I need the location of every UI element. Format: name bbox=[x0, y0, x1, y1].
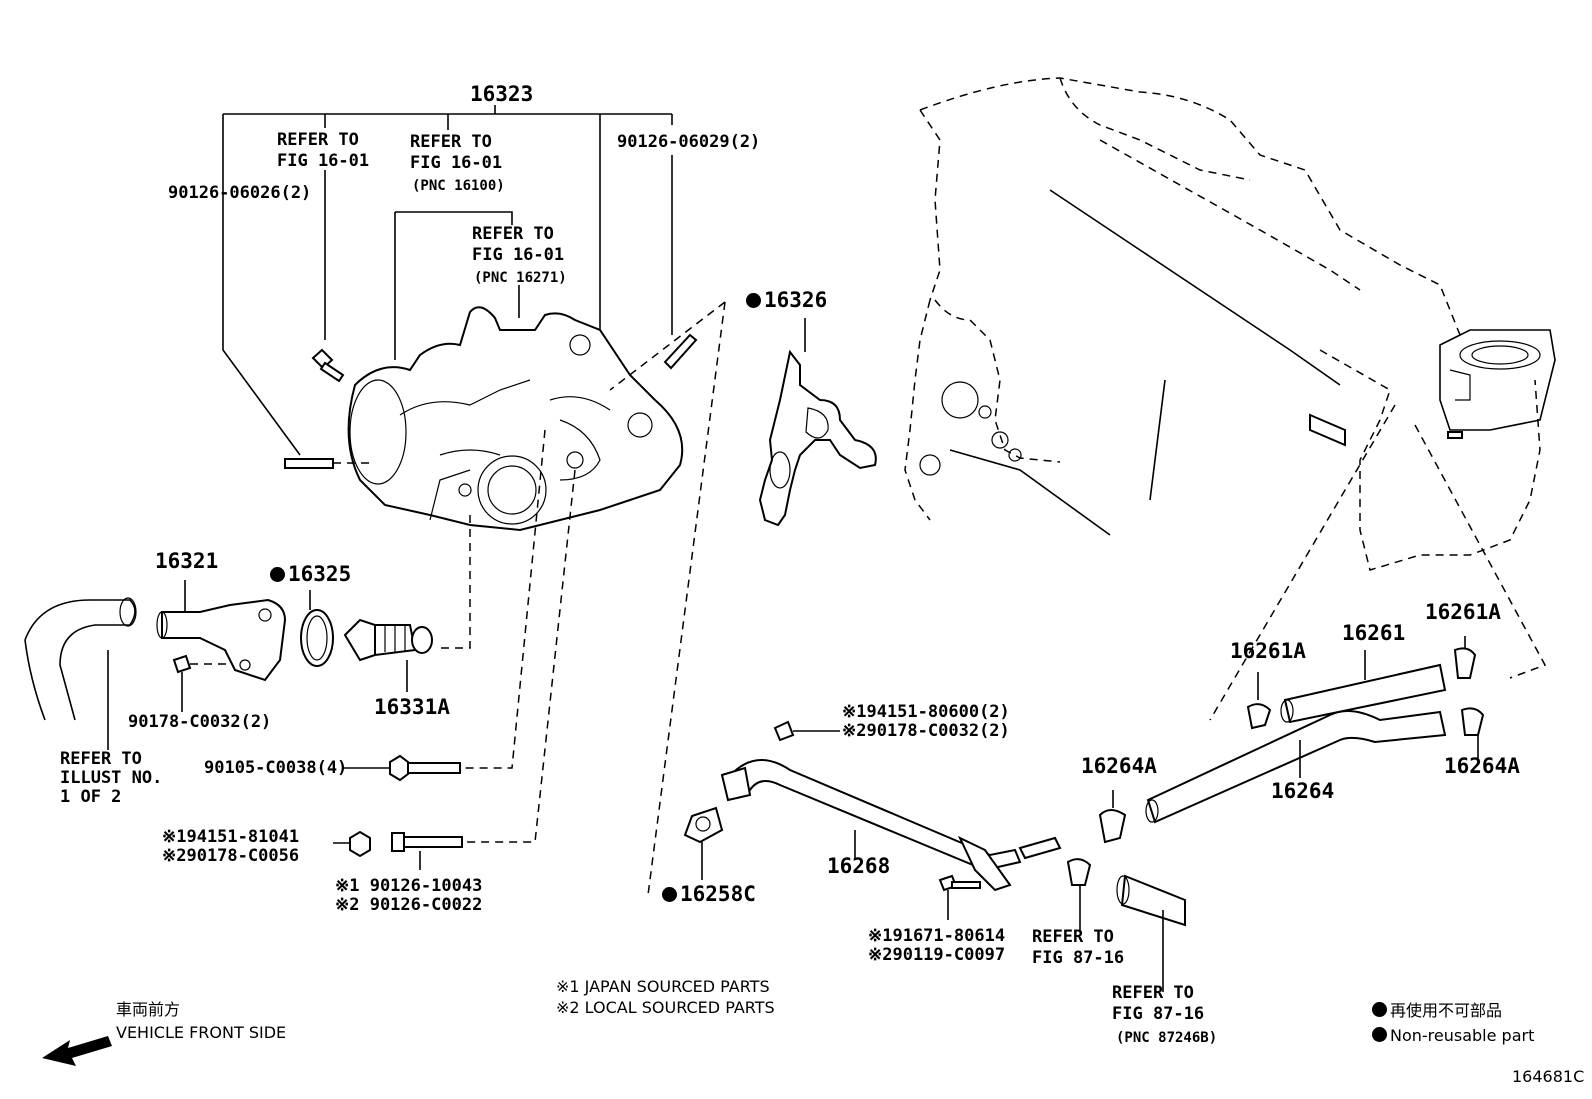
leader-16323-bracket bbox=[222, 105, 673, 456]
label-91671-80614: ※191671-80614 bbox=[868, 926, 1006, 946]
label-16326: 16326 bbox=[746, 290, 827, 311]
label-16258C: 16258C bbox=[662, 884, 756, 905]
label-refer-illust-2: ILLUST NO. bbox=[60, 768, 163, 788]
thermostat-16331A bbox=[343, 618, 433, 692]
label-16321: 16321 bbox=[155, 549, 219, 573]
clamp-16264A-mid bbox=[1066, 790, 1127, 932]
label-refer-87-16-a-2: FIG 87-16 bbox=[1032, 948, 1125, 968]
legend-jp: 再使用不可部品 bbox=[1372, 1001, 1502, 1021]
dash-stud-10043 bbox=[463, 469, 576, 843]
label-refer-illust-3: 1 OF 2 bbox=[60, 787, 122, 807]
label-refer-16-01-c-3: (PNC 16271) bbox=[474, 270, 567, 286]
pipe-16268 bbox=[720, 720, 1062, 892]
bolt-16-01 bbox=[311, 348, 345, 383]
label-refer-illust-1: REFER TO bbox=[60, 749, 142, 769]
stud-90126-06029 bbox=[663, 333, 698, 370]
label-90126-C0022: ※2 90126-C0022 bbox=[335, 895, 483, 915]
label-16331A: 16331A bbox=[374, 695, 450, 719]
note-local-sourced: ※2 LOCAL SOURCED PARTS bbox=[556, 998, 775, 1017]
hose-87-16 bbox=[1116, 874, 1186, 992]
gasket-16258C bbox=[683, 806, 724, 880]
vehicle-front-arrow-icon bbox=[42, 1036, 112, 1066]
label-refer-87-16-b-3: (PNC 87246B) bbox=[1116, 1030, 1218, 1046]
label-90119-C0097: ※290119-C0097 bbox=[868, 945, 1006, 965]
clamps-right bbox=[1246, 636, 1485, 760]
label-90126-06026: 90126-06026(2) bbox=[168, 183, 312, 203]
label-16261A-right: 16261A bbox=[1425, 600, 1501, 624]
dash-16261-right bbox=[1414, 424, 1547, 679]
figure-id: 164681C bbox=[1512, 1067, 1585, 1086]
label-16261A-left: 16261A bbox=[1230, 639, 1306, 663]
label-refer-16-01-b-3: (PNC 16100) bbox=[412, 178, 505, 194]
nut-90178-C0032 bbox=[172, 654, 230, 712]
stud-90126-06026 bbox=[284, 458, 334, 469]
hose-16261 bbox=[1280, 650, 1447, 724]
bolt-90105-C0038 bbox=[343, 754, 461, 782]
label-refer-16-01-a-2: FIG 16-01 bbox=[277, 151, 370, 171]
label-90105-C0038: 90105-C0038(4) bbox=[204, 758, 348, 778]
water-inlet-16321 bbox=[156, 580, 287, 682]
dash-thermostat bbox=[440, 515, 471, 649]
dash-bolt-90105 bbox=[460, 429, 546, 769]
label-16325: 16325 bbox=[270, 564, 351, 585]
dash-gasket-top bbox=[609, 301, 726, 391]
direction-en: VEHICLE FRONT SIDE bbox=[116, 1023, 287, 1042]
label-94151-80600: ※194151-80600(2) bbox=[842, 702, 1010, 722]
label-90178-C0032-b: ※290178-C0032(2) bbox=[842, 721, 1010, 741]
label-90126-10043: ※1 90126-10043 bbox=[335, 876, 483, 896]
hose-16264 bbox=[1145, 710, 1447, 824]
bolt-91671-80614 bbox=[938, 874, 981, 920]
label-refer-87-16-b-1: REFER TO bbox=[1112, 983, 1194, 1003]
gasket-16326 bbox=[758, 318, 877, 527]
label-16264A-right: 16264A bbox=[1444, 754, 1520, 778]
leader-16100 bbox=[394, 211, 513, 360]
ring-16325 bbox=[300, 590, 334, 667]
label-16261: 16261 bbox=[1342, 621, 1406, 645]
label-refer-87-16-a-1: REFER TO bbox=[1032, 927, 1114, 947]
water-pump-housing bbox=[347, 306, 684, 532]
hose-refer-illust bbox=[24, 597, 137, 750]
label-90178-C0056: ※290178-C0056 bbox=[162, 846, 300, 866]
label-refer-16-01-a-1: REFER TO bbox=[277, 130, 359, 150]
label-refer-16-01-b-2: FIG 16-01 bbox=[410, 153, 503, 173]
label-16268: 16268 bbox=[827, 854, 891, 878]
label-refer-16-01-c-2: FIG 16-01 bbox=[472, 245, 565, 265]
label-refer-87-16-b-2: FIG 87-16 bbox=[1112, 1004, 1205, 1024]
label-90126-06029: 90126-06029(2) bbox=[617, 132, 761, 152]
label-16264A-mid: 16264A bbox=[1081, 754, 1157, 778]
engine-block bbox=[904, 77, 1556, 571]
label-94151-81041: ※194151-81041 bbox=[162, 827, 300, 847]
note-japan-sourced: ※1 JAPAN SOURCED PARTS bbox=[556, 977, 770, 996]
label-refer-16-01-c-1: REFER TO bbox=[472, 224, 554, 244]
nut-stud-81041 bbox=[333, 830, 463, 870]
label-90178-C0032: 90178-C0032(2) bbox=[128, 712, 272, 732]
label-refer-16-01-b-1: REFER TO bbox=[410, 132, 492, 152]
label-16323: 16323 bbox=[470, 82, 534, 106]
dash-16261-left bbox=[1209, 404, 1396, 721]
legend-en: Non-reusable part bbox=[1372, 1026, 1534, 1046]
direction-jp: 車両前方 bbox=[116, 1000, 181, 1019]
label-16264: 16264 bbox=[1271, 779, 1335, 803]
dash-gasket-left bbox=[647, 301, 726, 896]
